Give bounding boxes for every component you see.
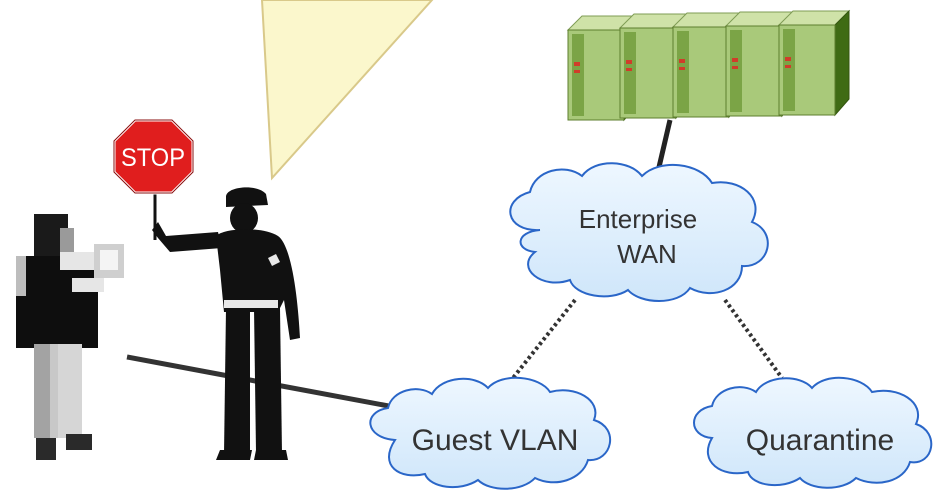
stop-sign-text: STOP (121, 144, 185, 172)
enterprise-wan-label-line2: WAN (617, 239, 677, 269)
cloud-icon (509, 162, 769, 302)
guest-vlan-cloud: Guest VLAN (369, 376, 612, 490)
cloud-icon (693, 376, 933, 489)
server-rack-group (567, 10, 850, 121)
enterprise-wan-label-line1: Enterprise (579, 204, 698, 234)
guest-vlan-label: Guest VLAN (412, 424, 579, 457)
security-guard-icon (152, 187, 300, 460)
enterprise-wan-cloud: Enterprise WAN (509, 162, 769, 302)
link-wan-to-quarantine (723, 298, 784, 380)
spotlight-beam (260, 0, 434, 181)
user-with-device-icon (16, 214, 124, 460)
quarantine-cloud: Quarantine (693, 376, 933, 489)
cloud-icon (369, 376, 612, 490)
link-wan-to-guest-vlan (503, 298, 577, 390)
server-icon (778, 10, 850, 116)
quarantine-label: Quarantine (746, 424, 894, 457)
stop-sign-icon: STOP (112, 118, 195, 240)
